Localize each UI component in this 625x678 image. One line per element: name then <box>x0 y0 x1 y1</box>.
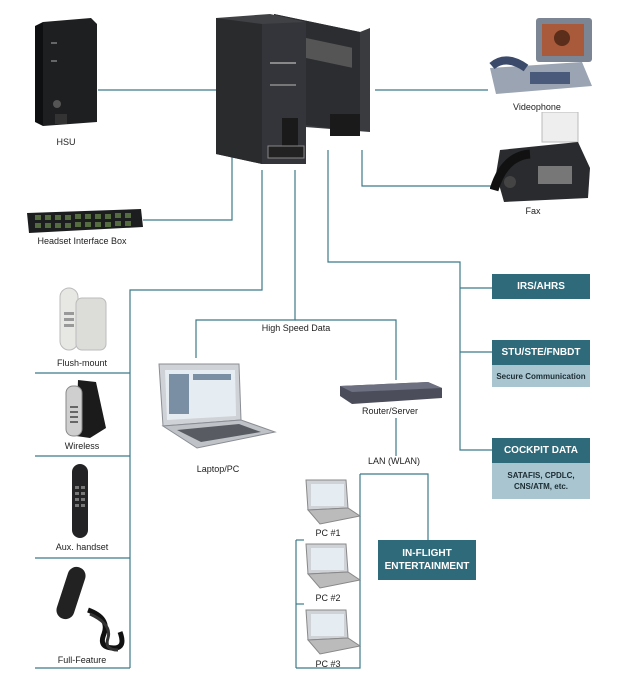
fax-label: Fax <box>525 206 541 216</box>
line-fax <box>361 150 510 187</box>
line-right-trunk <box>327 150 492 451</box>
cockpit-data-sub-box: SATAFIS, CPDLC, CNS/ATM, etc. <box>492 463 590 499</box>
stu-ste-box: STU/STE/FNBDT <box>492 340 590 365</box>
cockpit-data-box: COCKPIT DATA <box>492 438 590 463</box>
headset-box-image <box>27 209 143 233</box>
lan-label: LAN (WLAN) <box>364 456 424 466</box>
high-speed-data-label: High Speed Data <box>258 323 334 333</box>
pc3-image <box>305 609 362 655</box>
line-hs-router <box>295 319 397 380</box>
line-ife <box>360 473 429 540</box>
aux-handset-image <box>72 464 88 538</box>
router-image <box>340 382 442 404</box>
pc2-image <box>305 543 362 589</box>
cockpit-sub-line-1: SATAFIS, CPDLC, <box>507 471 575 480</box>
line-hs-laptop <box>195 170 296 358</box>
hsu-label: HSU <box>56 137 76 147</box>
wireless-label: Wireless <box>64 441 100 451</box>
videophone-image <box>489 18 592 94</box>
pc1-image <box>305 479 362 525</box>
irs-ahrs-box: IRS/AHRS <box>492 274 590 299</box>
laptop-label: Laptop/PC <box>196 464 240 474</box>
videophone-label: Videophone <box>513 102 561 112</box>
pc2-label: PC #2 <box>315 593 341 603</box>
pc1-label: PC #1 <box>315 528 341 538</box>
full-feature-label: Full-Feature <box>57 655 107 665</box>
in-flight-entertainment-box: IN-FLIGHT ENTERTAINMENT <box>378 540 476 580</box>
aux-handset-label: Aux. handset <box>55 542 109 552</box>
cockpit-sub-line-2: CNS/ATM, etc. <box>513 482 569 491</box>
flush-mount-handset-image <box>59 287 107 351</box>
hsu-unit-image <box>35 18 97 126</box>
ife-line-1: IN-FLIGHT <box>402 548 452 559</box>
router-label: Router/Server <box>361 406 419 416</box>
headset-box-label: Headset Interface Box <box>37 236 127 246</box>
secure-communication-box: Secure Communication <box>492 365 590 387</box>
laptop-image <box>158 363 277 449</box>
wireless-handset-image <box>65 380 106 438</box>
flush-mount-label: Flush-mount <box>56 358 108 368</box>
fax-image <box>490 112 590 202</box>
line-lan-pcs <box>296 474 361 669</box>
full-feature-handset-image <box>56 566 125 652</box>
pc3-label: PC #3 <box>315 659 341 669</box>
ife-line-2: ENTERTAINMENT <box>384 561 470 572</box>
main-units-image <box>216 14 370 164</box>
line-left-trunk <box>129 170 263 668</box>
